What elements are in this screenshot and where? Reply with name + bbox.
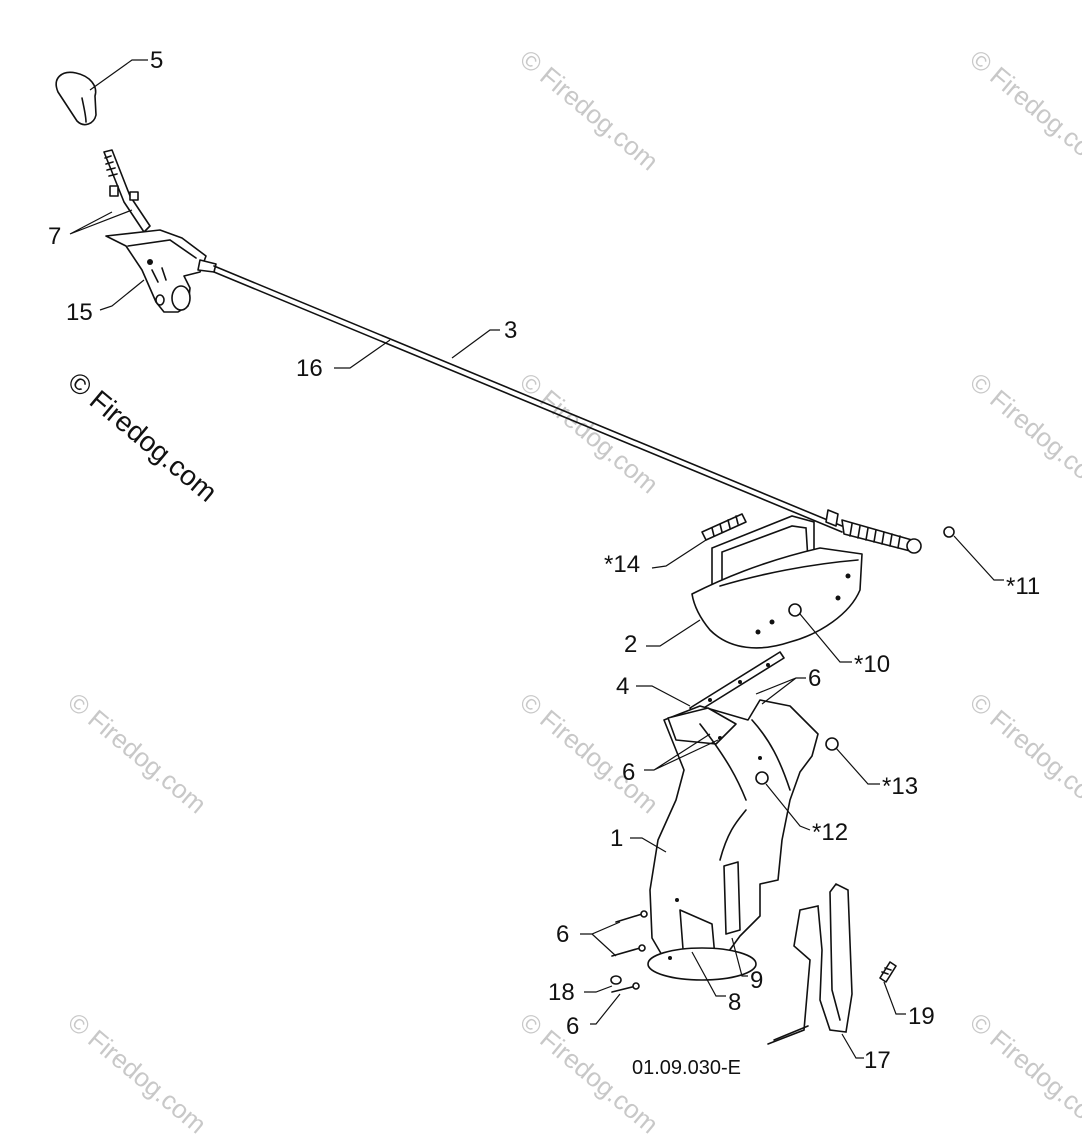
part-nut xyxy=(825,737,839,751)
part-deflector xyxy=(691,547,863,649)
watermark-layer: © Firedog.com © Firedog.com © Firedog.co… xyxy=(62,44,1082,1140)
part-lever-rod xyxy=(103,149,151,233)
callout-6: 6 xyxy=(808,665,821,692)
catalog-code: 01.09.030-E xyxy=(632,1057,741,1079)
part-knob xyxy=(55,71,97,126)
watermark: © Firedog.com xyxy=(964,44,1082,177)
callout-6: 6 xyxy=(566,1013,579,1040)
callout-16: 16 xyxy=(296,355,323,382)
callout-11: *11 xyxy=(1006,573,1040,600)
watermark: © Firedog.com xyxy=(62,366,223,508)
part-cable xyxy=(213,265,843,533)
callout-labels: 5 7 15 16 3 *14 *11 2 *10 4 6 6 *13 *12 … xyxy=(48,47,1040,1074)
callout-13: *13 xyxy=(882,773,918,800)
part-spring xyxy=(879,961,897,983)
part-chute xyxy=(647,699,819,981)
part-lever-bracket xyxy=(105,229,217,313)
callout-18: 18 xyxy=(548,979,575,1006)
callout-5: 5 xyxy=(150,47,163,74)
callout-12: *12 xyxy=(812,819,848,846)
callout-8: 8 xyxy=(728,989,741,1016)
watermark: © Firedog.com xyxy=(514,687,664,820)
watermark: © Firedog.com xyxy=(62,687,212,820)
callout-17: 17 xyxy=(864,1047,891,1074)
callout-19: 19 xyxy=(908,1003,935,1030)
callout-1: 1 xyxy=(610,825,623,852)
watermark: © Firedog.com xyxy=(62,1007,212,1140)
callout-15: 15 xyxy=(66,299,93,326)
callout-3: 3 xyxy=(504,317,517,344)
watermark: © Firedog.com xyxy=(964,687,1082,820)
part-pins xyxy=(610,910,648,993)
callout-10: *10 xyxy=(854,651,890,678)
callout-14: *14 xyxy=(604,551,640,578)
part-crank-rod xyxy=(767,882,853,1045)
callout-7: 7 xyxy=(48,223,61,250)
watermark: © Firedog.com xyxy=(514,44,664,177)
part-cable-adjuster xyxy=(825,509,955,554)
watermark: © Firedog.com xyxy=(514,367,664,500)
callout-2: 2 xyxy=(624,631,637,658)
callout-6: 6 xyxy=(622,759,635,786)
callout-9: 9 xyxy=(750,967,763,994)
watermark: © Firedog.com xyxy=(964,1007,1082,1140)
leader-lines xyxy=(69,59,1004,1059)
watermark: © Firedog.com xyxy=(964,367,1082,500)
callout-6: 6 xyxy=(556,921,569,948)
callout-4: 4 xyxy=(616,673,629,700)
